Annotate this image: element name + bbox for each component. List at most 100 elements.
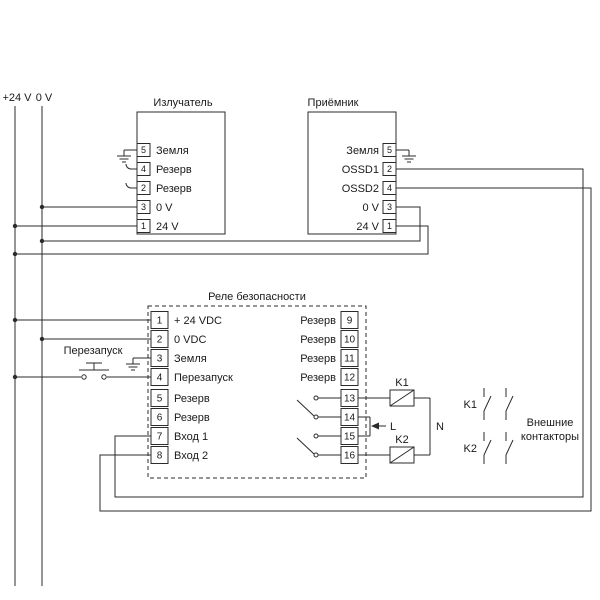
relay-terminal-number: 1: [157, 316, 163, 327]
no-contact-blade: [296, 399, 315, 417]
relay-terminal-label: + 24 VDC: [174, 315, 222, 327]
relay-terminal-label: Резерв: [300, 372, 336, 384]
relay-terminal-label: Перезапуск: [174, 372, 233, 384]
relay-terminal-number: 4: [157, 373, 163, 384]
relay-terminal-label: Земля: [174, 353, 207, 365]
no-contact-icon: [505, 432, 514, 464]
relay-terminal-number: 13: [344, 394, 356, 405]
k1-coil-box: [389, 389, 415, 407]
k2-coil-box: [389, 446, 415, 464]
supply-wiring: [12, 204, 429, 257]
ossd-wiring: [99, 168, 592, 512]
emitter-terminals: 5 4 2 3 1: [136, 143, 151, 233]
receiver-terminals: 5 2 4 3 1: [382, 143, 397, 233]
receiver-pin-number: 2: [387, 164, 392, 174]
emitter-reserve-stub: [125, 182, 137, 189]
relay-terminal-label: Вход 2: [174, 450, 208, 462]
external-contactors: K1 K2 Внешние контакторы: [464, 388, 579, 464]
relay-terminal-label: Резерв: [300, 334, 336, 346]
ossd2-wire: [99, 187, 592, 512]
receiver-pin-label: OSSD2: [342, 183, 379, 195]
relay-terminal-number: 15: [344, 432, 356, 443]
no-contact-icon: [505, 388, 514, 420]
restart-button: Перезапуск: [12, 345, 151, 380]
junction-dot: [12, 374, 18, 380]
contactors-caption-line2: контакторы: [521, 431, 579, 443]
safety-relay: Реле безопасности 1 2 3 4 5 6 7 8 + 24 V…: [126, 291, 367, 479]
receiver: Приёмник 5 2 4 3 1 Земля OSSD1 OSSD2 0 V…: [307, 97, 416, 235]
no-contact-blade: [296, 437, 315, 455]
relay-terminal-number: 12: [344, 373, 356, 384]
receiver-title: Приёмник: [308, 97, 359, 109]
receiver-24v-wire: [15, 225, 429, 255]
emitter-pin-label: 0 V: [156, 202, 173, 214]
emitter-pin-number: 1: [141, 221, 146, 231]
junction-dot: [12, 317, 18, 323]
junction-dot: [12, 251, 18, 257]
output-circuit: K1 K2 L N: [358, 377, 444, 464]
receiver-pin-label: 24 V: [356, 221, 379, 233]
receiver-pin-label: 0 V: [362, 202, 379, 214]
relay-terminal-number: 7: [157, 432, 163, 443]
emitter-pin-labels: Земля Резерв Резерв 0 V 24 V: [156, 145, 192, 233]
junction-dot: [12, 223, 18, 229]
relay-terminal-number: 16: [344, 451, 356, 462]
receiver-pin-number: 5: [387, 145, 392, 155]
receiver-pin-labels: Земля OSSD1 OSSD2 0 V 24 V: [342, 145, 380, 233]
relay-supply-wiring: [12, 317, 151, 342]
emitter-pin-label: Резерв: [156, 183, 192, 195]
ossd1-wire: [114, 168, 584, 498]
relay-terminal-number: 10: [344, 335, 356, 346]
emitter-pin-label: 24 V: [156, 221, 179, 233]
line-arrow-icon: [371, 422, 379, 430]
rail-24v-label: +24 V: [2, 92, 32, 104]
relay-terminal-label: 0 VDC: [174, 334, 206, 346]
no-contact-icon: [483, 388, 492, 420]
relay-terminal-label: Резерв: [300, 353, 336, 365]
relay-box: [147, 305, 367, 479]
relay-terminal-label: Резерв: [300, 315, 336, 327]
no-contact-icon: [483, 432, 492, 464]
relay-terminal-number: 3: [157, 354, 163, 365]
emitter-title: Излучатель: [153, 97, 212, 109]
push-button-icon: [79, 362, 109, 380]
relay-terminal-number: 6: [157, 413, 163, 424]
relay-terminal-label: Резерв: [174, 393, 210, 405]
relay-title: Реле безопасности: [208, 291, 306, 303]
k1-coil-label: K1: [395, 377, 408, 389]
relay-terminal-number: 14: [344, 413, 356, 424]
relay-terminal-number: 11: [344, 354, 355, 365]
relay-terminal-number: 5: [157, 394, 163, 405]
contactor-k1-label: K1: [464, 399, 477, 411]
relay-terminal-label: Вход 1: [174, 431, 208, 443]
rail-0v-label: 0 V: [36, 92, 53, 104]
receiver-pin-number: 1: [387, 221, 392, 231]
emitter-pin-label: Резерв: [156, 164, 192, 176]
junction-dot: [39, 336, 45, 342]
relay-internal-contacts: [296, 395, 341, 458]
line-l-label: L: [390, 421, 396, 433]
neutral-n-label: N: [436, 421, 444, 433]
emitter: Излучатель 5 4 2 3 1 Земля Резерв Резерв…: [117, 97, 226, 235]
power-rails: +24 V 0 V: [2, 92, 53, 586]
relay-terminal-number: 8: [157, 451, 163, 462]
receiver-pin-label: Земля: [346, 145, 379, 157]
relay-left-terminals: 1 2 3 4 5 6 7 8 + 24 VDC 0 VDC Земля Пер…: [150, 311, 233, 464]
ground-icon: [126, 357, 151, 371]
relay-terminal-number: 9: [347, 316, 353, 327]
ground-icon: [117, 149, 137, 163]
restart-label: Перезапуск: [64, 345, 123, 357]
k2-coil-label: K2: [395, 434, 408, 446]
junction-dot: [39, 204, 45, 210]
relay-right-terminals: 9 10 11 12 13 14 15 16 Резерв Резерв Рез…: [300, 311, 359, 464]
relay-terminal-number: 2: [157, 335, 163, 346]
receiver-0v-wire: [42, 206, 421, 242]
emitter-pin-number: 2: [141, 183, 146, 193]
junction-dot: [39, 238, 45, 244]
line-feed-wire: [358, 416, 371, 437]
receiver-pin-number: 4: [387, 183, 392, 193]
contactor-k2-label: K2: [464, 443, 477, 455]
emitter-pin-number: 4: [141, 164, 146, 174]
